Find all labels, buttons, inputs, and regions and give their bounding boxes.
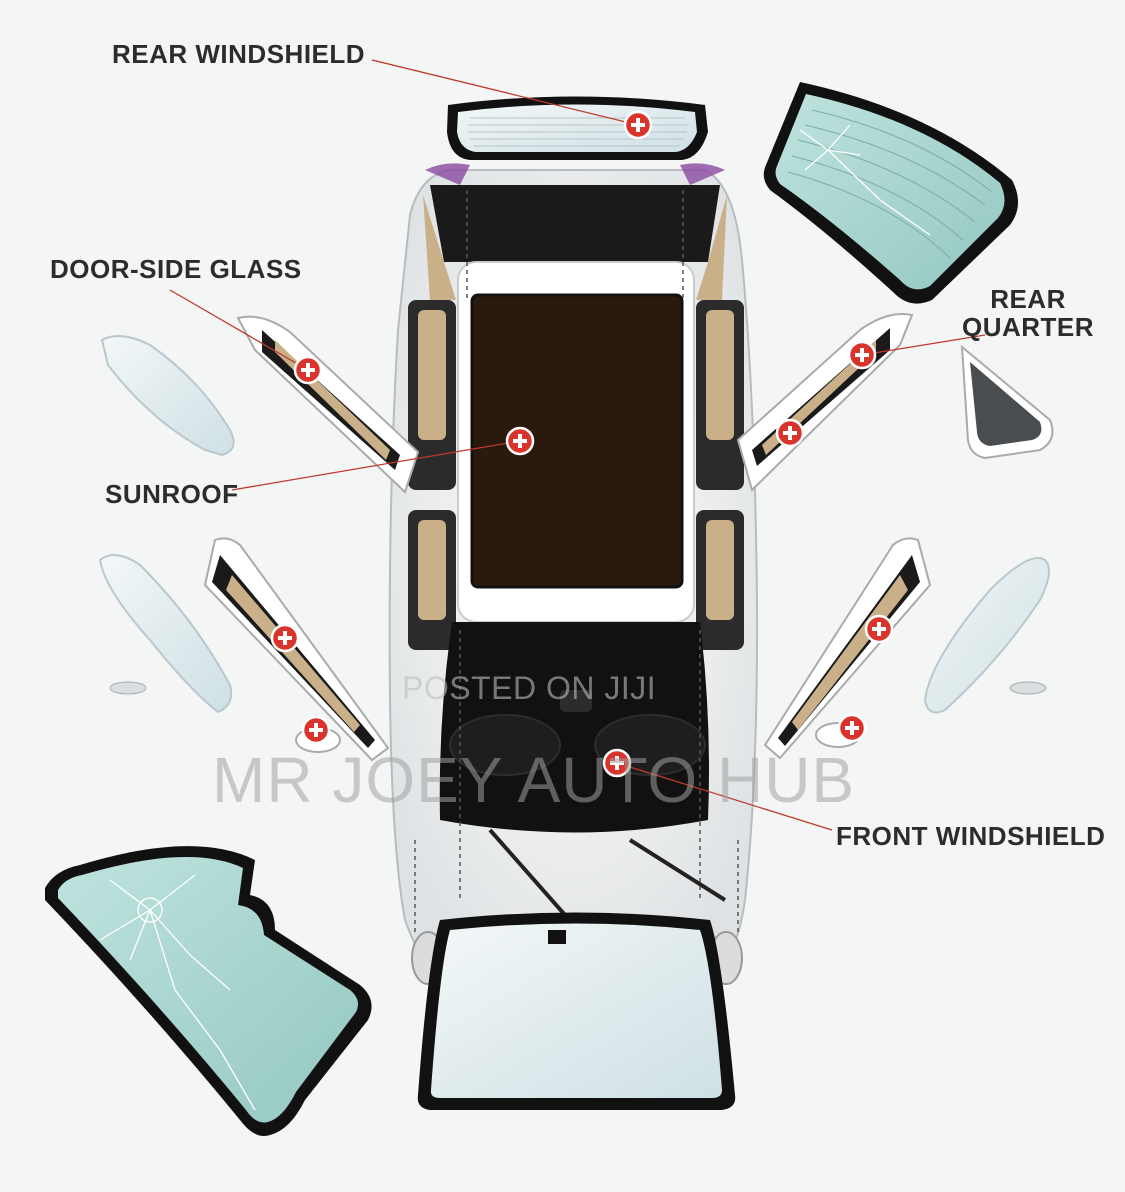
leader-lines	[169, 59, 986, 831]
watermark-brand: MR JOEY AUTO HUB	[212, 744, 856, 816]
detached-door-glass-lower-left	[98, 554, 233, 714]
marker-door-rear-right	[847, 340, 877, 370]
marker-door-rear-left	[293, 355, 323, 385]
detached-door-glass-upper-left	[100, 335, 235, 457]
marker-mirror-right	[837, 713, 867, 743]
label-front-windshield: FRONT WINDSHIELD	[836, 821, 1106, 851]
detached-door-glass-right	[923, 557, 1050, 714]
watermark-posted-on: POSTED ON JIJI	[402, 670, 657, 706]
marker-door-front-right	[864, 614, 894, 644]
detached-rear-windshield	[763, 82, 1019, 304]
marker-rear-quarter-right	[775, 418, 805, 448]
marker-door-front-left	[270, 623, 300, 653]
label-rear-quarter-line2: QUARTER	[962, 312, 1095, 342]
label-rear-quarter-line1: REAR	[990, 284, 1066, 314]
marker-mirror-left	[301, 715, 331, 745]
marker-rear-windshield	[623, 110, 653, 140]
label-sunroof: SUNROOF	[105, 479, 239, 509]
marker-sunroof	[505, 426, 535, 456]
door-front-right	[763, 537, 932, 760]
door-rear-right	[736, 313, 914, 492]
label-rear-quarter: REAR QUARTER	[962, 285, 1094, 341]
detached-front-windshield	[45, 846, 372, 1136]
door-rear-left	[236, 315, 420, 494]
sunroof-glass	[470, 293, 684, 589]
label-door-side-glass: DOOR-SIDE GLASS	[50, 254, 302, 284]
label-rear-windshield: REAR WINDSHIELD	[112, 39, 366, 69]
front-windshield-glass	[417, 912, 736, 1110]
rear-quarter-glass	[960, 344, 1054, 460]
door-front-left	[203, 537, 390, 762]
rear-windshield-glass	[447, 96, 708, 160]
